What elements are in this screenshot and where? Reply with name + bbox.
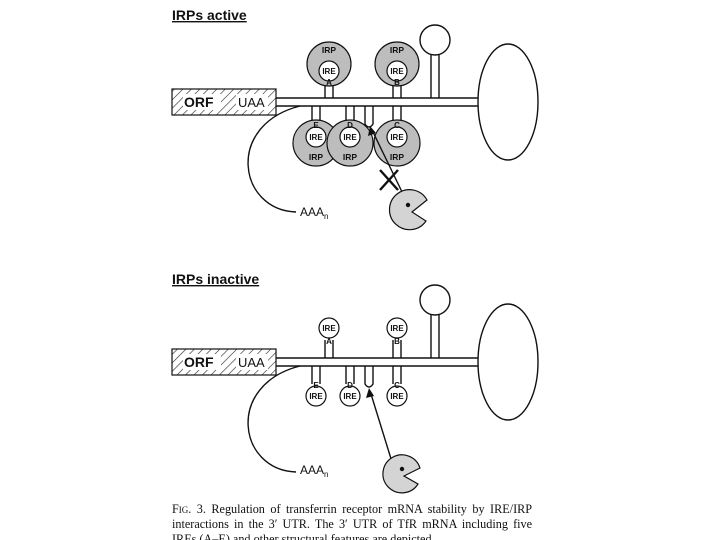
ire-label: IRE <box>309 392 323 401</box>
irp-label: IRP <box>390 152 405 162</box>
ire-b-complex: IRP IRE B <box>374 41 420 87</box>
ire-e: E IRE <box>305 381 327 407</box>
ire-letter: B <box>394 78 400 87</box>
ire-label: IRE <box>343 392 357 401</box>
stop-codon-label: UAA <box>238 355 265 370</box>
panel-irps-active: IRPs active ORF UAA <box>171 7 539 231</box>
ire-a: IRE A <box>318 317 340 346</box>
ire-label: IRE <box>322 324 336 333</box>
ire-b: IRE B <box>386 317 408 346</box>
polya-label: AAAn <box>300 463 328 479</box>
ire-letter: E <box>313 121 319 130</box>
caption-figure-label: Fig. 3. <box>172 502 206 516</box>
ire-letter: A <box>326 337 332 346</box>
nuclease-arrow <box>366 388 393 463</box>
figure: IRPs active ORF UAA <box>171 7 539 494</box>
ire-label: IRE <box>390 392 404 401</box>
caption-line: Regulation of transferrin receptor mRNA … <box>211 502 485 516</box>
nuclease-pacman-icon <box>388 189 428 231</box>
ire-label: IRE <box>322 67 336 76</box>
ire-c: C IRE <box>386 381 408 407</box>
caption-line: IRE/IRP interactions in the 3′ UTR. The … <box>172 502 533 531</box>
ire-d-complex: D IRE IRP <box>326 119 374 167</box>
orf-label: ORF <box>184 94 214 110</box>
ire-letter: A <box>326 78 332 87</box>
ire-letter: C <box>394 381 400 390</box>
ire-label: IRE <box>390 133 404 142</box>
irp-label: IRP <box>343 152 358 162</box>
orf-box: ORF UAA <box>171 88 277 116</box>
utr-backbone <box>247 284 539 473</box>
ire-d: D IRE <box>339 381 361 407</box>
ire-letter: E <box>313 381 319 390</box>
irp-label: IRP <box>390 45 405 55</box>
nuclease-pacman-icon <box>382 454 421 494</box>
panel-title: IRPs inactive <box>172 271 259 287</box>
ire-letter: B <box>394 337 400 346</box>
stop-codon-label: UAA <box>238 95 265 110</box>
caption-line: including five IREs (A–E) and other stru… <box>172 517 533 540</box>
irp-label: IRP <box>309 152 324 162</box>
irp-label: IRP <box>322 45 337 55</box>
orf-box: ORF UAA <box>171 348 277 376</box>
utr-backbone <box>247 24 539 213</box>
nuclease-arrow <box>368 126 405 197</box>
figure-caption: Fig. 3. Regulation of transferrin recept… <box>172 502 532 540</box>
ire-label: IRE <box>343 133 357 142</box>
ire-e-complex: E IRE IRP <box>292 119 340 167</box>
ire-letter: C <box>394 121 400 130</box>
block-x-icon <box>379 169 399 191</box>
orf-label: ORF <box>184 354 214 370</box>
panel-title: IRPs active <box>172 7 247 23</box>
ire-c-complex: C IRE IRP <box>373 119 421 167</box>
panel-irps-inactive: IRPs inactive ORF UAA <box>171 271 539 494</box>
ire-letter: D <box>347 381 353 390</box>
ire-label: IRE <box>390 67 404 76</box>
ire-label: IRE <box>309 133 323 142</box>
ire-a-complex: IRP IRE A <box>306 41 352 87</box>
polya-label: AAAn <box>300 205 328 221</box>
ire-label: IRE <box>390 324 404 333</box>
ire-letter: D <box>347 121 353 130</box>
